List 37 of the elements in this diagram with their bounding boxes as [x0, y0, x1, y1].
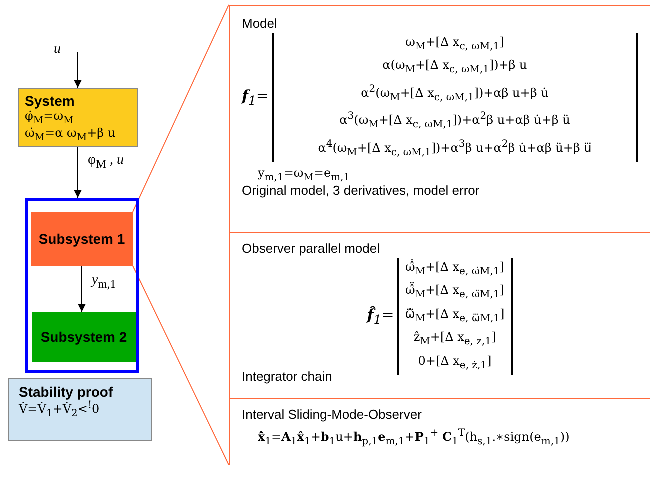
matrix-row-text: 0+[Δ x$_{e, ż,1}$] — [417, 352, 493, 373]
stability-box — [8, 378, 152, 441]
section-heading: Observer parallel model — [242, 241, 382, 256]
matrix-row-text: α(ω$_{M}$+[Δ x$_{c, ωM,1}$])+β u — [382, 57, 528, 78]
equation: V̇=V̇$_{1}$+V̇$_{2}$<$^{!}$0 — [19, 400, 101, 420]
matrix-row-text: ω̂̇$_{M}$+[Δ x$_{e, ω̇M,1}$] — [405, 258, 505, 280]
equation: ω̇$_{M}$=α ω$_{M}$+β u — [25, 126, 117, 144]
leader-line — [132, 266, 230, 466]
matrix-row-text: α$^{2}$(ω$_{M}$+[Δ x$_{c, ωM,1}$])+αβ u+β u̇ — [360, 82, 550, 106]
system-box — [18, 88, 138, 147]
box-title: Subsystem 2 — [40, 329, 128, 345]
detail-panel — [229, 5, 650, 465]
matrix-row-text: α$^{4}$(ω$_{M}$+[Δ x$_{c, ωM,1}$])+α$^{3}$β u+α$^{2}$β u̇+αβ ü+β u⃛ — [317, 138, 593, 160]
box-title: System — [25, 93, 76, 109]
section-heading: Interval Sliding-Mode-Observer — [242, 407, 423, 422]
matrix-row-text: ω̂⃛$_{M}$+[Δ x$_{e, ω⃛M,1}$] — [405, 306, 505, 326]
section-heading: Original model, 3 derivatives, model error — [242, 183, 481, 198]
matrix-label: f$_{1}$= — [242, 86, 269, 108]
matrix-row-text: α$^{3}$(ω$_{M}$+[Δ x$_{c, ωM,1}$])+α$^{2}$β u+αβ u̇+β ü — [338, 110, 572, 133]
subsystem-box — [31, 212, 133, 266]
matrix-row-text: ω̂̈$_{M}$+[Δ x$_{e, ω̈M,1}$] — [405, 281, 505, 303]
arrow — [74, 52, 82, 88]
side-note: Integrator chain — [242, 369, 332, 384]
section-heading: Model — [242, 16, 278, 31]
matrix-row-text: ω$_{M}$+[Δ x$_{c, ωM,1}$] — [404, 34, 506, 54]
leader-line — [132, 4, 230, 212]
arrow — [74, 146, 82, 198]
equation: x̂̇$_{1}$=A$_{1}$x̂$_{1}$+b$_{1}$u+h$_{p,1}$e$_{m,1}$+P$_{1}$$^{+}$ C$_{1}$$^{T}$(h$_{s,1}$.∗sign(e$_{m,1}$)) — [258, 428, 571, 448]
box-title: Stability proof — [19, 384, 114, 400]
matrix-row-text: ẑ$_{M}$+[Δ x$_{e, z,1}$] — [412, 329, 498, 350]
box-title: Subsystem 1 — [38, 231, 126, 247]
matrix-label: f̂$_{1}$= — [367, 306, 394, 327]
equation: y$_{m,1}$=ω$_{M}$=e$_{m,1}$ — [258, 166, 350, 184]
equation: φ̇$_{M}$=ω$_{M}$ — [25, 109, 75, 126]
arrow — [78, 266, 86, 312]
subsystem-box — [32, 312, 136, 362]
group-frame — [25, 198, 139, 373]
